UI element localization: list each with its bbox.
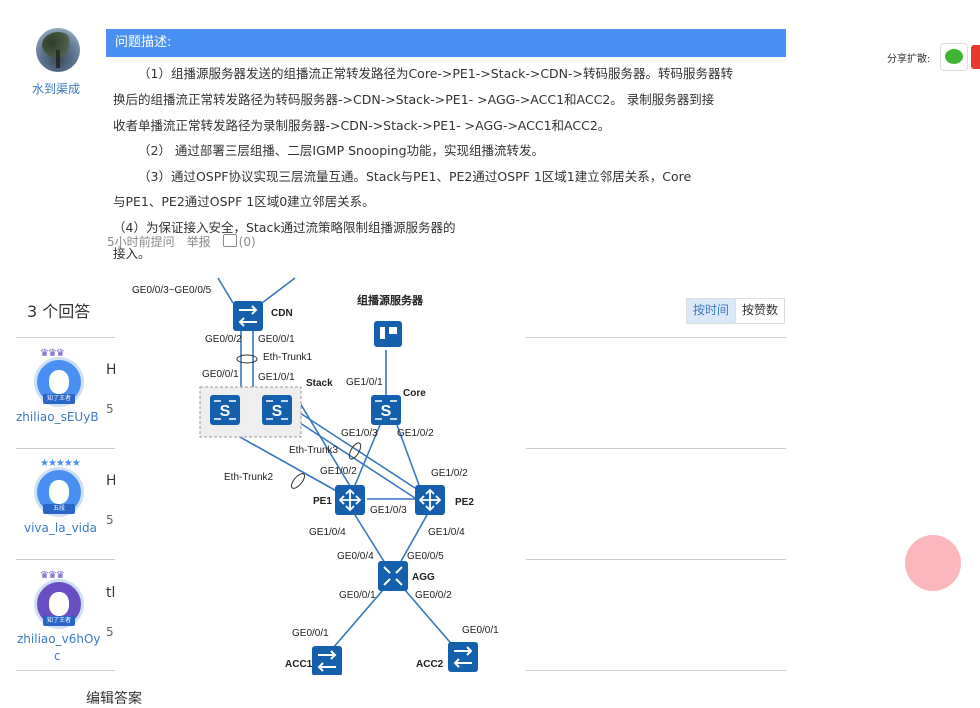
diagram-label: Eth-Trunk1 <box>263 352 313 363</box>
diagram-label: GE0/0/1 <box>462 625 499 636</box>
answer-meta: 5 <box>106 402 114 416</box>
sort-by-votes-button[interactable]: 按赞数 <box>742 303 779 317</box>
question-time: 5小时前提问 <box>107 235 175 249</box>
diagram-label: GE1/0/3 <box>341 428 378 439</box>
crown-icon: ♛♛♛ <box>40 570 65 581</box>
question-paragraph: （1）组播源服务器发送的组播流正常转发路径为Core->PE1->Stack->… <box>138 66 734 81</box>
answers-count-title: 3 个回答 <box>27 302 91 321</box>
question-paragraph: （2） 通过部署三层组播、二层IGMP Snooping功能，实现组播流转发。 <box>138 143 545 158</box>
user-avatar[interactable]: 知了王者 <box>34 357 84 407</box>
answer-user[interactable]: zhiliao_v6hOy <box>17 632 101 646</box>
diagram-label: GE0/0/1 <box>202 369 239 380</box>
answer-text: tl <box>106 585 116 601</box>
diagram-label: PE2 <box>455 497 474 508</box>
rank-badge: 知了王者 <box>43 616 75 626</box>
floating-action-button[interactable] <box>905 535 961 591</box>
weibo-share-icon[interactable] <box>971 45 980 69</box>
like-count: (0) <box>238 235 256 249</box>
asker-name[interactable]: 水到渠成 <box>32 82 81 96</box>
answer-meta: 5 <box>106 513 114 527</box>
question-paragraph: （3）通过OSPF协议实现三层流量互通。Stack与PE1、PE2通过OSPF … <box>138 169 692 184</box>
diagram-label: GE1/0/3 <box>370 505 407 516</box>
thumb-up-icon <box>222 234 237 247</box>
diagram-label: GE1/0/2 <box>431 468 468 479</box>
rank-badge: 五段 <box>43 504 75 514</box>
diagram-label: Core <box>403 388 426 399</box>
diagram-label: GE1/0/2 <box>397 428 434 439</box>
stars-icon: ★★★★★ <box>40 458 81 469</box>
diagram-label: GE0/0/2 <box>415 590 452 601</box>
diagram-label: AGG <box>412 572 435 583</box>
diagram-label: PE1 <box>313 496 332 507</box>
answer-user[interactable]: c <box>54 649 61 663</box>
network-topology-diagram: S GE0/0/3~GE0/0/5 CDN 组播源服务器 GE0/0/2 GE0… <box>115 263 526 675</box>
question-paragraph: 接入。 <box>113 246 151 261</box>
report-link[interactable]: 举报 <box>186 235 211 249</box>
user-avatar[interactable]: 五段 <box>34 467 84 517</box>
question-meta: 5小时前提问举报 (0) <box>107 233 280 250</box>
diagram-label: ACC1 <box>285 659 313 670</box>
diagram-label: 组播源服务器 <box>357 293 424 307</box>
diagram-label: CDN <box>271 308 293 319</box>
answer-user[interactable]: zhiliao_sEUyB <box>16 410 99 424</box>
rank-badge: 知了王者 <box>43 394 75 404</box>
sort-toggle: 按时间 按赞数 <box>686 298 786 324</box>
answer-item: ♛♛♛ 知了王者 <box>30 348 90 408</box>
diagram-label: GE1/0/1 <box>346 377 383 388</box>
user-avatar[interactable]: 知了王者 <box>34 579 84 629</box>
diagram-label: Stack <box>306 378 333 389</box>
question-paragraph: 收者单播流正常转发路径为录制服务器->CDN->Stack->PE1- >AGG… <box>113 118 611 133</box>
answer-text: H <box>106 473 117 489</box>
like-button[interactable]: (0) <box>222 234 268 249</box>
diagram-label: GE0/0/2 <box>205 334 242 345</box>
asker-avatar[interactable] <box>36 28 80 72</box>
wechat-share-icon[interactable] <box>940 43 968 71</box>
diagram-label: GE0/0/3~GE0/0/5 <box>132 285 212 296</box>
share-label: 分享扩散: <box>887 54 931 65</box>
answer-item: ♛♛♛ 知了王者 <box>30 570 90 630</box>
sort-by-time-button[interactable]: 按时间 <box>687 299 737 323</box>
diagram-label: GE0/0/4 <box>337 551 374 562</box>
diagram-label: GE0/0/1 <box>292 628 329 639</box>
diagram-label: Eth-Trunk2 <box>224 472 274 483</box>
diagram-label: GE1/0/4 <box>428 527 465 538</box>
question-paragraph: （4）为保证接入安全，Stack通过流策略限制组播源服务器的 <box>113 220 456 235</box>
answer-text: H <box>106 362 117 378</box>
question-header: 问题描述: <box>106 29 786 57</box>
diagram-label: GE0/0/1 <box>258 334 295 345</box>
diagram-label: GE0/0/5 <box>407 551 444 562</box>
diagram-label: ACC2 <box>416 659 444 670</box>
diagram-label: GE1/0/2 <box>320 466 357 477</box>
question-paragraph: 与PE1、PE2通过OSPF 1区域0建立邻居关系。 <box>113 194 375 209</box>
answer-item: ★★★★★ 五段 <box>30 458 90 518</box>
answer-meta: 5 <box>106 625 114 639</box>
diagram-label: GE0/0/1 <box>339 590 376 601</box>
diagram-label: GE1/0/1 <box>258 372 295 383</box>
question-paragraph: 换后的组播流正常转发路径为转码服务器->CDN->Stack->PE1- >AG… <box>113 92 715 107</box>
answer-user[interactable]: viva_la_vida <box>24 521 97 535</box>
diagram-label: Eth-Trunk3 <box>289 445 339 456</box>
crown-icon: ♛♛♛ <box>40 348 65 359</box>
edit-answer-link[interactable]: 编辑答案 <box>86 691 142 707</box>
diagram-label: GE1/0/4 <box>309 527 346 538</box>
